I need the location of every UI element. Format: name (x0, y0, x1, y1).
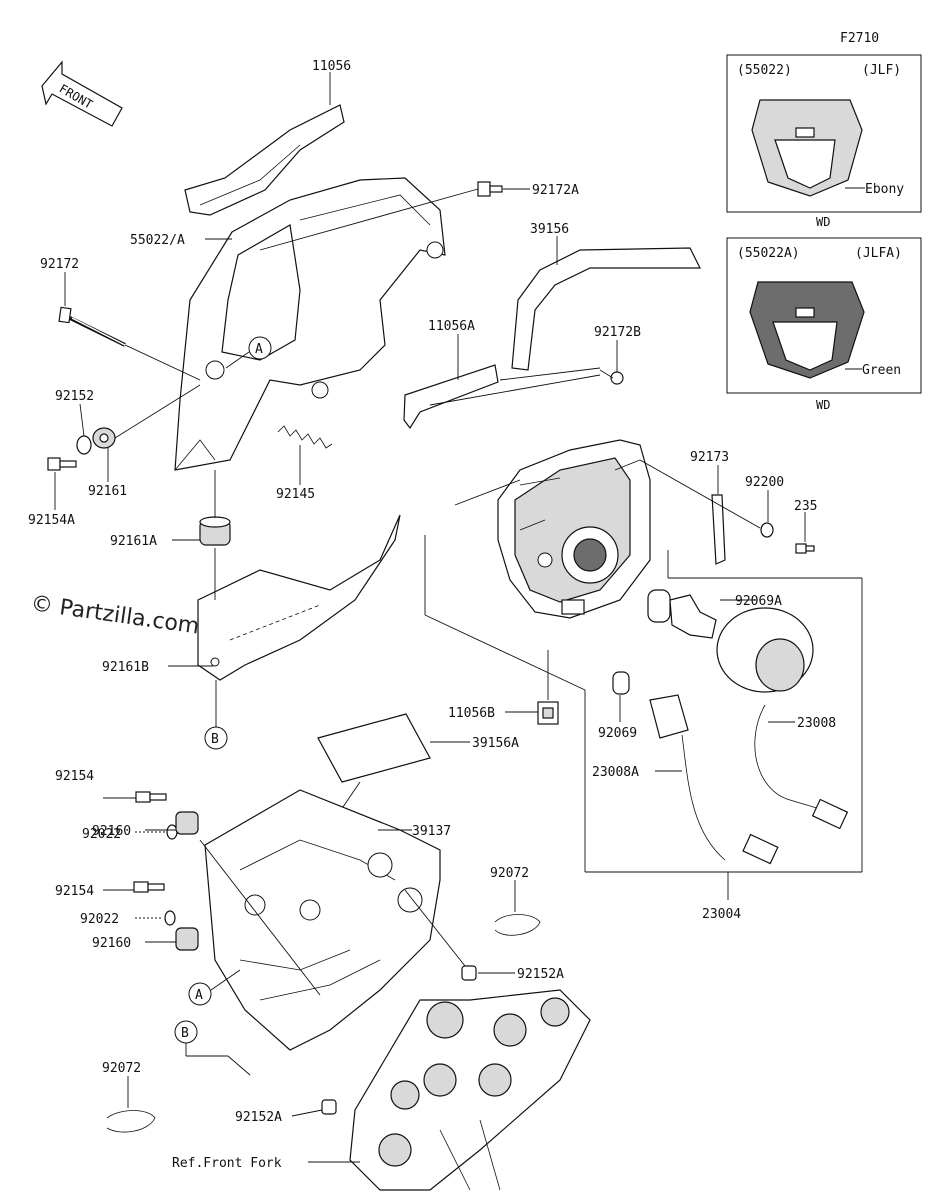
label-92160-lower: 92160 (92, 936, 131, 951)
callout-a-bottom (188, 982, 212, 1006)
part-92172A-bolt (477, 181, 503, 197)
part-92161A-rubber (199, 516, 231, 546)
inset-jlfa-code: (55022A) (737, 246, 800, 261)
label-92152: 92152 (55, 389, 94, 404)
label-39156A: 39156A (472, 736, 519, 751)
label-92152A-upper: 92152A (517, 967, 564, 982)
part-92154A-bolt (47, 457, 77, 471)
label-92072-left: 92072 (102, 1061, 141, 1076)
part-92172B-screw (599, 369, 624, 385)
label-92160-upper: 92160 (92, 824, 131, 839)
part-92069-small-bulb (612, 671, 630, 695)
label-92154-lower: 92154 (55, 884, 94, 899)
inset-jlfa-note: WD (816, 398, 830, 412)
callout-a-top (248, 336, 272, 360)
part-92160-grommet-lower (175, 927, 199, 951)
callout-b-bottom-text: B (181, 1026, 189, 1041)
label-23008: 23008 (797, 716, 836, 731)
label-39156: 39156 (530, 222, 569, 237)
label-92200: 92200 (745, 475, 784, 490)
cowl-ebony-icon (751, 99, 863, 197)
label-92069: 92069 (598, 726, 637, 741)
label-23004: 23004 (702, 907, 741, 922)
label-92152A-lower: 92152A (235, 1110, 282, 1125)
part-front-fork-ref (349, 989, 591, 1191)
label-92069A: 92069A (735, 594, 782, 609)
label-92154-upper: 92154 (55, 769, 94, 784)
part-92072-clamp-right (494, 914, 541, 936)
label-92172B: 92172B (594, 325, 641, 340)
part-11056A-bracket (403, 364, 499, 430)
inset-jlfa: (55022A) (JLFA) Green WD (726, 237, 922, 412)
part-55022A-cowl (174, 177, 446, 471)
label-92161B: 92161B (102, 660, 149, 675)
label-92161: 92161 (88, 484, 127, 499)
part-92200-washer (760, 522, 774, 538)
cowl-green-icon (749, 281, 865, 379)
part-92152A-collar-upper (461, 965, 477, 981)
part-92154-bolt-lower (133, 881, 165, 893)
label-23008A: 23008A (592, 765, 639, 780)
inset-jlfa-variant: (JLFA) (855, 246, 902, 261)
label-39137: 39137 (412, 824, 451, 839)
part-11056B-clip (537, 701, 559, 725)
part-92160-grommet-upper (175, 811, 199, 835)
part-92072-clamp-left (106, 1110, 156, 1133)
label-92145: 92145 (276, 487, 315, 502)
callout-a-bottom-text: A (195, 988, 203, 1003)
part-235-screw (795, 543, 815, 554)
label-92173: 92173 (690, 450, 729, 465)
callout-a-top-text: A (255, 342, 263, 357)
part-23008-socket (716, 607, 849, 830)
part-39137-bracket (204, 789, 441, 1051)
part-39156A-sticker (317, 713, 431, 783)
part-39156-strip (511, 247, 701, 371)
label-11056B: 11056B (448, 706, 495, 721)
label-92022-lower: 92022 (80, 912, 119, 927)
label-11056: 11056 (312, 59, 351, 74)
inset-jlf: (55022) (JLF) Ebony WD (726, 54, 922, 229)
inset-jlf-color: Ebony (865, 182, 904, 197)
part-92022-washer-lower (164, 910, 176, 926)
label-11056A: 11056A (428, 319, 475, 334)
label-92172A: 92172A (532, 183, 579, 198)
part-92152-washer (76, 435, 92, 455)
part-92154-bolt-upper (135, 791, 167, 803)
part-92161B-plate (197, 514, 401, 681)
label-92154A: 92154A (28, 513, 75, 528)
callout-b-mid-text: B (211, 732, 219, 747)
part-11056 (184, 104, 345, 216)
label-235: 235 (794, 499, 817, 514)
part-headlight-housing (497, 439, 651, 619)
figure-code: F2710 (840, 31, 879, 46)
inset-jlf-note: WD (816, 215, 830, 229)
part-92152A-collar-lower (321, 1099, 337, 1115)
inset-jlfa-color: Green (862, 363, 901, 378)
label-ref-front-fork: Ref.Front Fork (172, 1156, 282, 1171)
label-92022-upper: 92022 (82, 827, 121, 842)
part-92173-clip (711, 494, 726, 565)
part-92145-spring (277, 425, 333, 449)
label-92161A: 92161A (110, 534, 157, 549)
part-92069A-bulb (647, 589, 717, 639)
label-92172: 92172 (40, 257, 79, 272)
part-92172-long-bolt (58, 306, 126, 347)
label-92072-right: 92072 (490, 866, 529, 881)
label-55022A: 55022/A (130, 233, 185, 248)
front-direction-arrow: FRONT (41, 60, 123, 127)
part-23008A-harness (649, 694, 779, 865)
inset-jlf-variant: (JLF) (862, 63, 901, 78)
part-92161-grommet (92, 427, 116, 449)
inset-jlf-code: (55022) (737, 63, 792, 78)
watermark-text: © Partzilla.com (29, 591, 201, 639)
